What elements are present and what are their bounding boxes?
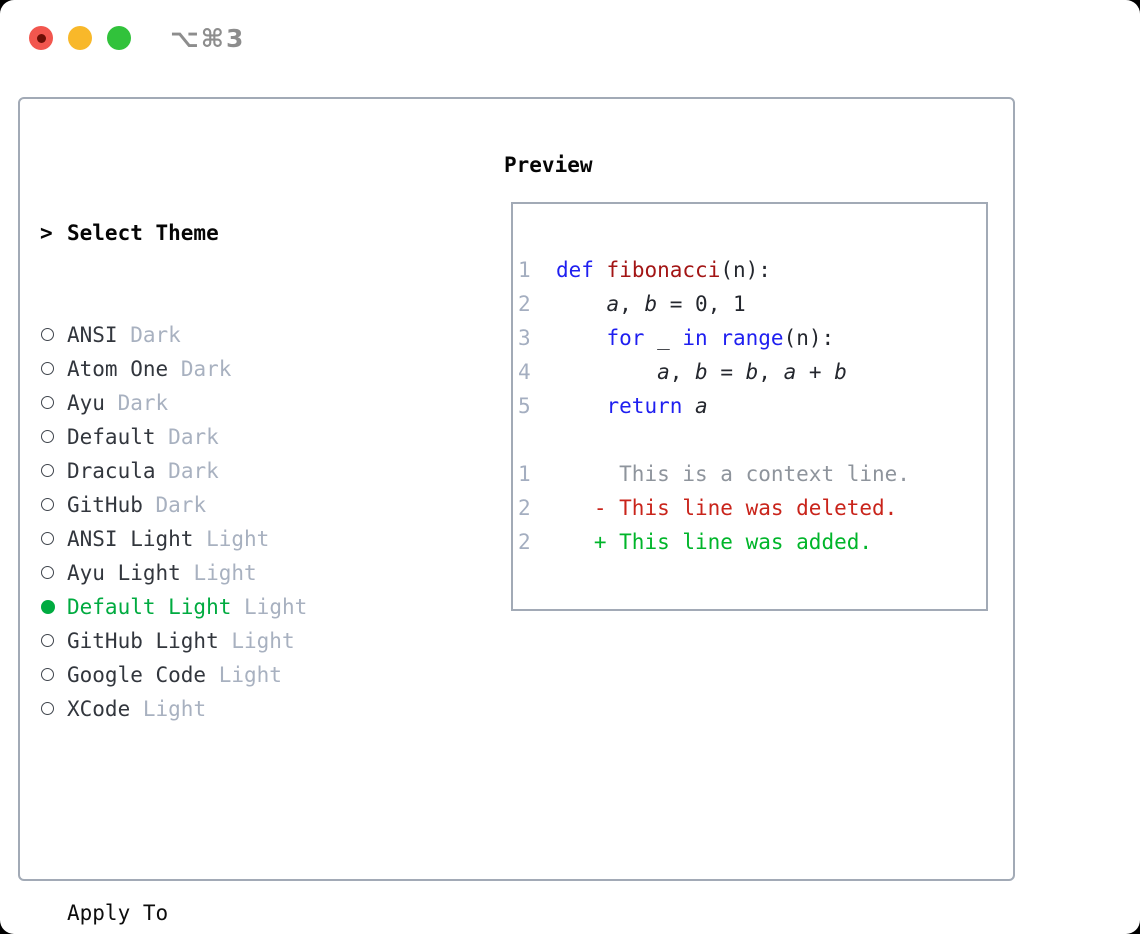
radio-icon — [41, 702, 54, 715]
option-label: ANSI Light — [67, 527, 194, 551]
line-number: 1 — [518, 462, 531, 486]
theme-option[interactable]: XCode Light — [40, 692, 394, 726]
option-tag: Light — [244, 595, 308, 619]
code-line: 2 a, b = 0, 1 — [518, 292, 746, 316]
line-number: 2 — [518, 496, 531, 520]
theme-option[interactable]: GitHub Dark — [40, 488, 394, 522]
radio-selected-icon — [41, 600, 55, 614]
option-label: ANSI — [67, 323, 118, 347]
option-label: Dracula — [67, 459, 156, 483]
option-label: Ayu — [67, 391, 105, 415]
option-tag: Dark — [130, 323, 181, 347]
theme-option[interactable]: Ayu Dark — [40, 386, 394, 420]
option-tag: Dark — [155, 493, 207, 517]
preview-header: Preview — [504, 153, 593, 177]
option-label: Ayu Light — [67, 561, 181, 585]
code-line: 2 - This line was deleted. — [518, 496, 898, 520]
code-line: 2 + This line was added. — [518, 530, 873, 554]
titlebar: ⌥⌘3 — [0, 0, 1140, 76]
option-tag: Dark — [180, 357, 232, 381]
close-button-icon[interactable] — [29, 26, 53, 50]
theme-option[interactable]: Atom One Dark — [40, 352, 394, 386]
option-tag: Dark — [168, 459, 219, 483]
window-title: ⌥⌘3 — [170, 24, 246, 53]
theme-option[interactable]: GitHub Light Light — [40, 624, 394, 658]
spacer — [40, 794, 394, 828]
select-theme-header: > Select Theme — [40, 216, 394, 250]
radio-icon — [41, 668, 54, 681]
radio-icon — [41, 532, 54, 545]
radio-icon — [41, 498, 54, 511]
code-line — [518, 423, 986, 457]
radio-icon — [41, 430, 54, 443]
radio-icon — [41, 362, 54, 375]
option-label: Default Light — [67, 595, 232, 619]
line-number: 2 — [518, 292, 531, 316]
select-theme-header-label: Select Theme — [67, 221, 219, 245]
theme-option[interactable]: Google Code Light — [40, 658, 394, 692]
line-number: 3 — [518, 326, 531, 350]
line-number: 4 — [518, 360, 531, 384]
radio-icon — [41, 566, 54, 579]
option-tag: Dark — [168, 425, 219, 449]
theme-option[interactable]: Default Dark — [40, 420, 394, 454]
radio-icon — [41, 328, 54, 341]
code-line: 1 def fibonacci(n): — [518, 258, 771, 282]
minimize-button-icon[interactable] — [68, 26, 92, 50]
radio-icon — [41, 634, 54, 647]
code-line: 5 return a — [518, 394, 708, 418]
option-tag: Light — [218, 663, 282, 687]
option-label: GitHub Light — [67, 629, 219, 653]
option-label: Google Code — [67, 663, 207, 687]
zoom-button-icon[interactable] — [107, 26, 131, 50]
code-line: 1 This is a context line. — [518, 462, 910, 486]
code-line: 3 for _ in range(n): — [518, 326, 835, 350]
option-tag: Light — [231, 629, 295, 653]
apply-to-header: Apply To — [40, 896, 394, 930]
traffic-lights — [29, 26, 131, 50]
line-number: 2 — [518, 530, 531, 554]
radio-icon — [41, 464, 54, 477]
theme-option[interactable]: ANSI Light Light — [40, 522, 394, 556]
radio-icon — [41, 396, 54, 409]
line-number: 1 — [518, 258, 531, 282]
apply-to-header-label: Apply To — [67, 901, 169, 925]
code-preview: 1 def fibonacci(n): 2 a, b = 0, 1 3 for _ … — [511, 202, 988, 611]
theme-option[interactable]: Dracula Dark — [40, 454, 394, 488]
option-tag: Light — [142, 697, 207, 721]
option-tag: Dark — [117, 391, 169, 415]
focus-caret-icon: > — [40, 221, 53, 245]
theme-option[interactable]: Default Light Light — [40, 590, 394, 624]
option-label: GitHub — [67, 493, 143, 517]
option-label: XCode — [67, 697, 131, 721]
theme-option[interactable]: Ayu Light Light — [40, 556, 394, 590]
theme-option[interactable]: ANSI Dark — [40, 318, 394, 352]
option-label: Default — [67, 425, 156, 449]
line-number: 5 — [518, 394, 531, 418]
option-label: Atom One — [67, 357, 169, 381]
option-tag: Light — [206, 527, 270, 551]
code-line: 4 a, b = b, a + b — [518, 360, 847, 384]
option-tag: Light — [193, 561, 257, 585]
